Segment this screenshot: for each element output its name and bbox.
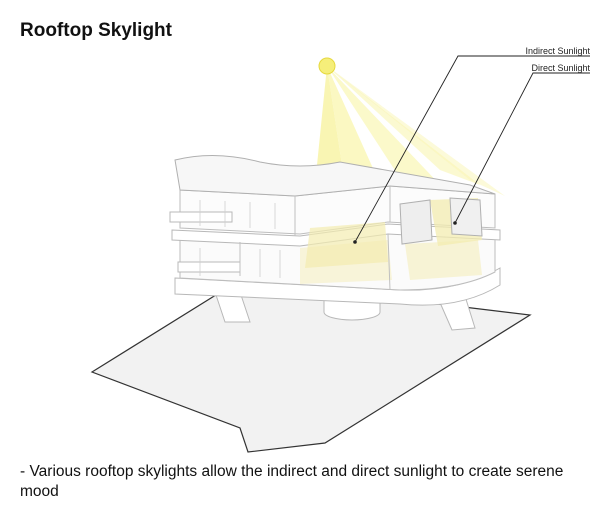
skylight-opening — [399, 199, 433, 245]
sun-icon — [318, 57, 336, 75]
indirect-sunlight-dot — [353, 240, 357, 244]
indirect-sunlight-leader — [354, 55, 590, 243]
sun-beam — [327, 66, 445, 190]
balcony — [177, 261, 241, 273]
sun-beam — [327, 66, 480, 185]
skylight-opening — [449, 197, 483, 237]
curved-roof — [174, 155, 496, 197]
ground-floor-slab — [174, 267, 501, 306]
balcony — [169, 211, 233, 223]
interior-wall — [387, 233, 391, 291]
indirect-sunlight-label: Indirect Sunlight — [525, 46, 590, 56]
sun-beam — [327, 66, 385, 195]
direct-sunlight-label: Direct Sunlight — [531, 63, 590, 73]
direct-sunlight-dot — [453, 221, 457, 225]
window-mullions — [199, 200, 281, 278]
direct-sunlight-leader — [454, 72, 590, 224]
diagram-caption: - Various rooftop skylights allow the in… — [20, 463, 564, 500]
direct-light-zone-lower — [405, 240, 482, 280]
indirect-light-zone — [305, 222, 388, 268]
diagram-title: Rooftop Skylight — [20, 20, 172, 41]
sun-beam — [316, 66, 345, 185]
indirect-light-zone-lower — [300, 240, 392, 284]
